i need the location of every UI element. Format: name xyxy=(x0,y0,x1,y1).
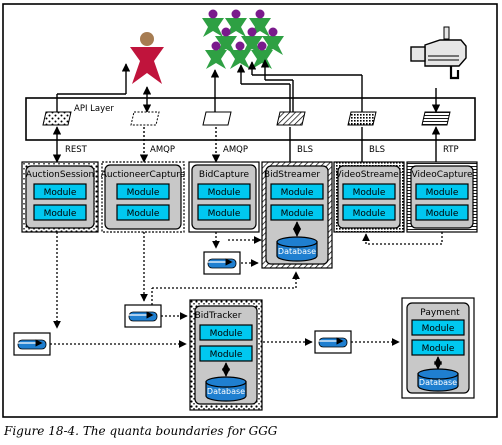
amqp-endpoint-icon xyxy=(202,111,232,126)
module-label: Module xyxy=(281,209,314,219)
bidder-head xyxy=(255,9,265,19)
bidder-head xyxy=(235,41,245,51)
database-icon: Database xyxy=(276,236,318,262)
protocol-label-rest: REST xyxy=(65,145,88,155)
svg-text:Database: Database xyxy=(278,247,316,256)
service-title: BidStreamer xyxy=(264,170,320,180)
service-video-capture: VideoCapture Module Module xyxy=(406,161,478,233)
queue-icon xyxy=(203,251,241,275)
service-title: AuctioneerCapture xyxy=(101,170,186,180)
rest-endpoint-icon xyxy=(42,111,72,126)
service-bid-capture: BidCapture Module Module xyxy=(188,161,260,233)
svg-text:Database: Database xyxy=(419,378,457,387)
protocol-label-bls: BLS xyxy=(369,145,385,155)
service-payment: Payment Module Module Database xyxy=(401,297,475,399)
bidder-figure xyxy=(225,18,247,37)
api-layer xyxy=(25,97,476,141)
module-label: Module xyxy=(208,209,241,219)
module-label: Module xyxy=(208,188,241,198)
service-bid-streamer: BidStreamer Module Module Database xyxy=(261,161,333,269)
bidder-figure xyxy=(229,50,251,69)
queue-icon xyxy=(314,330,352,354)
queue-icon xyxy=(124,304,162,328)
bidder-head xyxy=(247,27,257,37)
api-layer-label: API Layer xyxy=(74,104,114,114)
bidder-figure xyxy=(202,18,224,37)
module-label: Module xyxy=(127,209,160,219)
protocol-label-rtp: RTP xyxy=(443,145,459,155)
bidder-head xyxy=(231,9,241,19)
module-label: Module xyxy=(426,188,459,198)
module-label: Module xyxy=(44,188,77,198)
service-bid-tracker: BidTracker Module Module Database xyxy=(189,299,263,411)
service-title: VideoStreamer xyxy=(335,170,402,180)
module-label: Module xyxy=(422,344,455,354)
bidders-icon xyxy=(202,9,284,69)
service-auctioneer-capture: AuctioneerCapture Module Module xyxy=(101,161,186,233)
bidder-head xyxy=(221,27,231,37)
bidder-figure xyxy=(205,50,227,69)
figure-caption: Figure 18-4. The quanta boundaries for G… xyxy=(4,424,278,438)
module-label: Module xyxy=(426,209,459,219)
module-label: Module xyxy=(210,350,243,360)
outer-frame xyxy=(2,3,498,418)
bidder-head xyxy=(257,41,267,51)
bidder-figure xyxy=(251,50,273,69)
module-label: Module xyxy=(422,324,455,334)
protocol-label-bls: BLS xyxy=(297,145,313,155)
service-video-streamer: VideoStreamer Module Module xyxy=(333,161,405,233)
amqp-endpoint-icon xyxy=(130,111,160,126)
auctioneer-icon xyxy=(130,32,164,84)
protocol-label-amqp: AMQP xyxy=(150,145,175,155)
database-icon: Database xyxy=(417,368,459,392)
video-camera-icon xyxy=(410,26,467,80)
svg-text:Database: Database xyxy=(207,387,245,396)
queue-icon xyxy=(13,332,51,356)
module-label: Module xyxy=(353,209,386,219)
bidder-head xyxy=(211,41,221,51)
module-label: Module xyxy=(281,188,314,198)
database-icon: Database xyxy=(205,376,247,402)
architecture-diagram: API Layer REST AMQP AMQP xyxy=(2,3,498,418)
service-auction-session: AuctionSession Module Module xyxy=(21,161,99,233)
module-label: Module xyxy=(210,329,243,339)
bls-endpoint-icon xyxy=(347,111,377,126)
bls-endpoint-icon xyxy=(276,111,306,126)
rtp-endpoint-icon xyxy=(421,111,451,126)
service-title: VideoCapture xyxy=(411,170,472,180)
module-label: Module xyxy=(127,188,160,198)
service-title: Payment xyxy=(420,308,460,318)
module-label: Module xyxy=(353,188,386,198)
bidder-head xyxy=(268,27,278,37)
service-title: BidTracker xyxy=(195,311,242,321)
bidder-head xyxy=(208,9,218,19)
module-label: Module xyxy=(44,209,77,219)
service-title: AuctionSession xyxy=(26,170,94,180)
protocol-label-amqp: AMQP xyxy=(223,145,248,155)
service-title: BidCapture xyxy=(199,170,250,180)
